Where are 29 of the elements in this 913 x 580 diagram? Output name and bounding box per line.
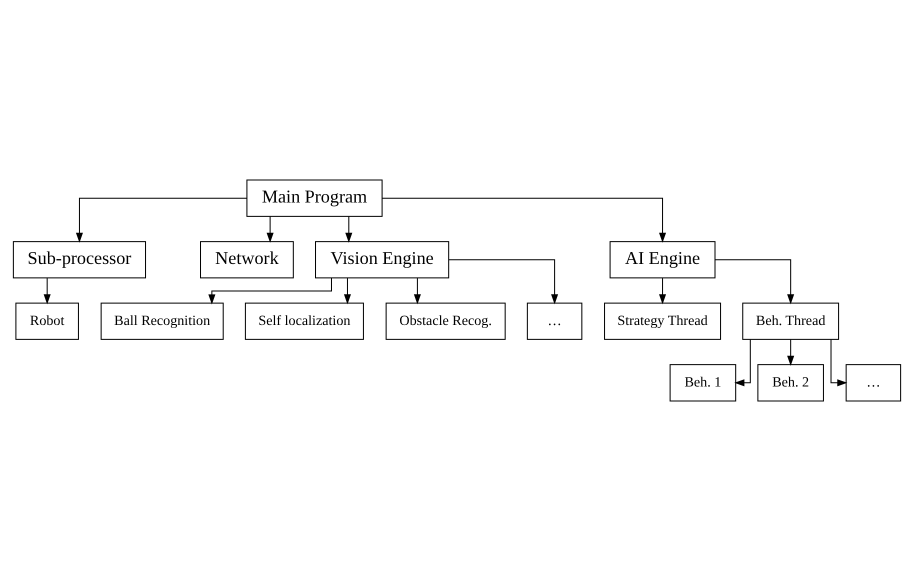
arrow: [344, 216, 352, 242]
node-box: Beh. Thread: [742, 302, 839, 340]
arrow: [830, 339, 847, 386]
arrow: [658, 278, 666, 304]
node-box: …: [845, 364, 901, 401]
arrow: [343, 278, 350, 304]
arrow: [382, 197, 666, 242]
arrow: [43, 278, 50, 304]
node-box: Beh. 2: [756, 364, 824, 401]
node-box: AI Engine: [609, 240, 715, 278]
node-box: Strategy Thread: [604, 302, 721, 340]
node-box: Network: [200, 240, 294, 278]
node-box: Ball Recognition: [100, 302, 224, 340]
node-box: …: [526, 302, 582, 340]
arrow: [75, 197, 246, 242]
node-box: Robot: [14, 302, 78, 340]
arrow: [448, 258, 558, 304]
arrow: [208, 277, 332, 304]
node-box: Sub-processor: [12, 240, 146, 278]
arrow: [714, 258, 794, 304]
node-box: Vision Engine: [314, 240, 449, 278]
arrow: [786, 339, 794, 366]
node-box: Main Program: [246, 179, 382, 216]
arrow: [734, 339, 750, 386]
arrow: [413, 278, 420, 304]
arrow: [266, 216, 274, 242]
node-box: Obstacle Recog.: [385, 302, 506, 340]
node-box: Self localization: [244, 302, 364, 340]
node-box: Beh. 1: [669, 364, 736, 401]
